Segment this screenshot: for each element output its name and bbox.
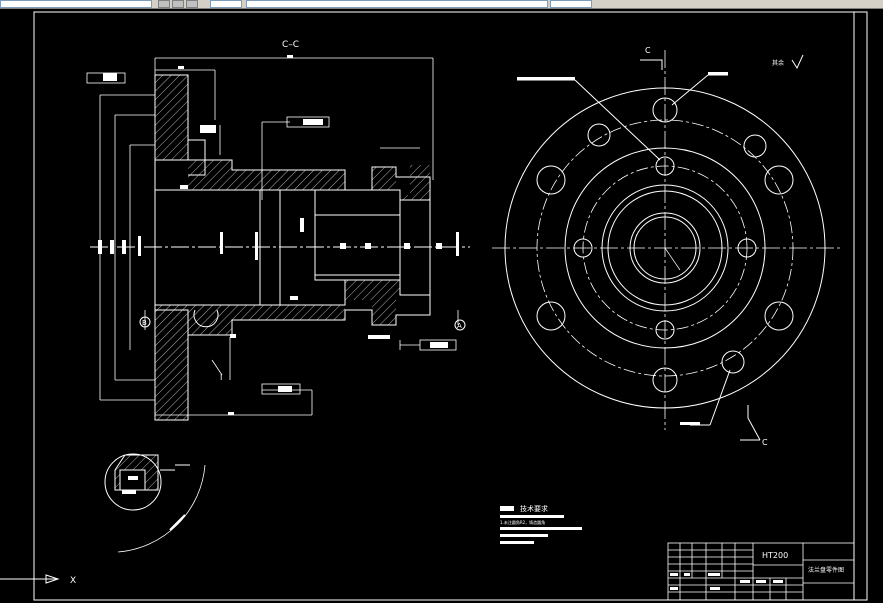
title-block-cells xyxy=(670,573,783,590)
layer-button[interactable] xyxy=(158,0,170,8)
ucs-icon xyxy=(0,574,60,584)
drawing-border xyxy=(33,11,868,601)
datum-a-label: A xyxy=(457,322,462,330)
detail-labels xyxy=(122,476,138,494)
toolbar xyxy=(0,0,883,9)
detail-view xyxy=(104,453,206,553)
datum-b-symbol xyxy=(139,316,151,328)
title-block xyxy=(667,542,855,601)
tech-requirement-line: 1.未注圆角R2，铸造圆角 xyxy=(500,519,545,525)
layer-button-2[interactable] xyxy=(172,0,184,8)
layer-button-3[interactable] xyxy=(186,0,198,8)
roughness-note: 其余 xyxy=(772,59,784,67)
datum-b-label: B xyxy=(142,319,147,327)
layer-dropdown[interactable] xyxy=(0,0,152,8)
tech-requirement-lines xyxy=(500,515,582,544)
front-view-labels xyxy=(517,72,728,425)
tech-title-marker xyxy=(500,506,514,511)
material-label: HT200 xyxy=(762,551,788,560)
dim-text-blocks xyxy=(98,55,459,415)
datum-a-symbol xyxy=(454,319,466,331)
linetype-dropdown[interactable] xyxy=(246,0,548,8)
tolerance-frames xyxy=(86,72,457,395)
detail-label: I xyxy=(220,373,222,382)
cut-label-top: C xyxy=(645,46,651,55)
section-view xyxy=(90,74,470,421)
color-dropdown[interactable] xyxy=(210,0,242,8)
ucs-x-label: X xyxy=(70,576,76,586)
cut-label-bottom: C xyxy=(762,438,768,447)
section-label: C–C xyxy=(282,40,299,50)
front-view xyxy=(492,50,840,441)
tech-requirements-title: 技术要求 xyxy=(520,504,548,513)
part-name: 法兰盘零件图 xyxy=(808,566,844,574)
vertical-scrollbar[interactable] xyxy=(869,9,883,603)
lineweight-dropdown[interactable] xyxy=(550,0,592,8)
